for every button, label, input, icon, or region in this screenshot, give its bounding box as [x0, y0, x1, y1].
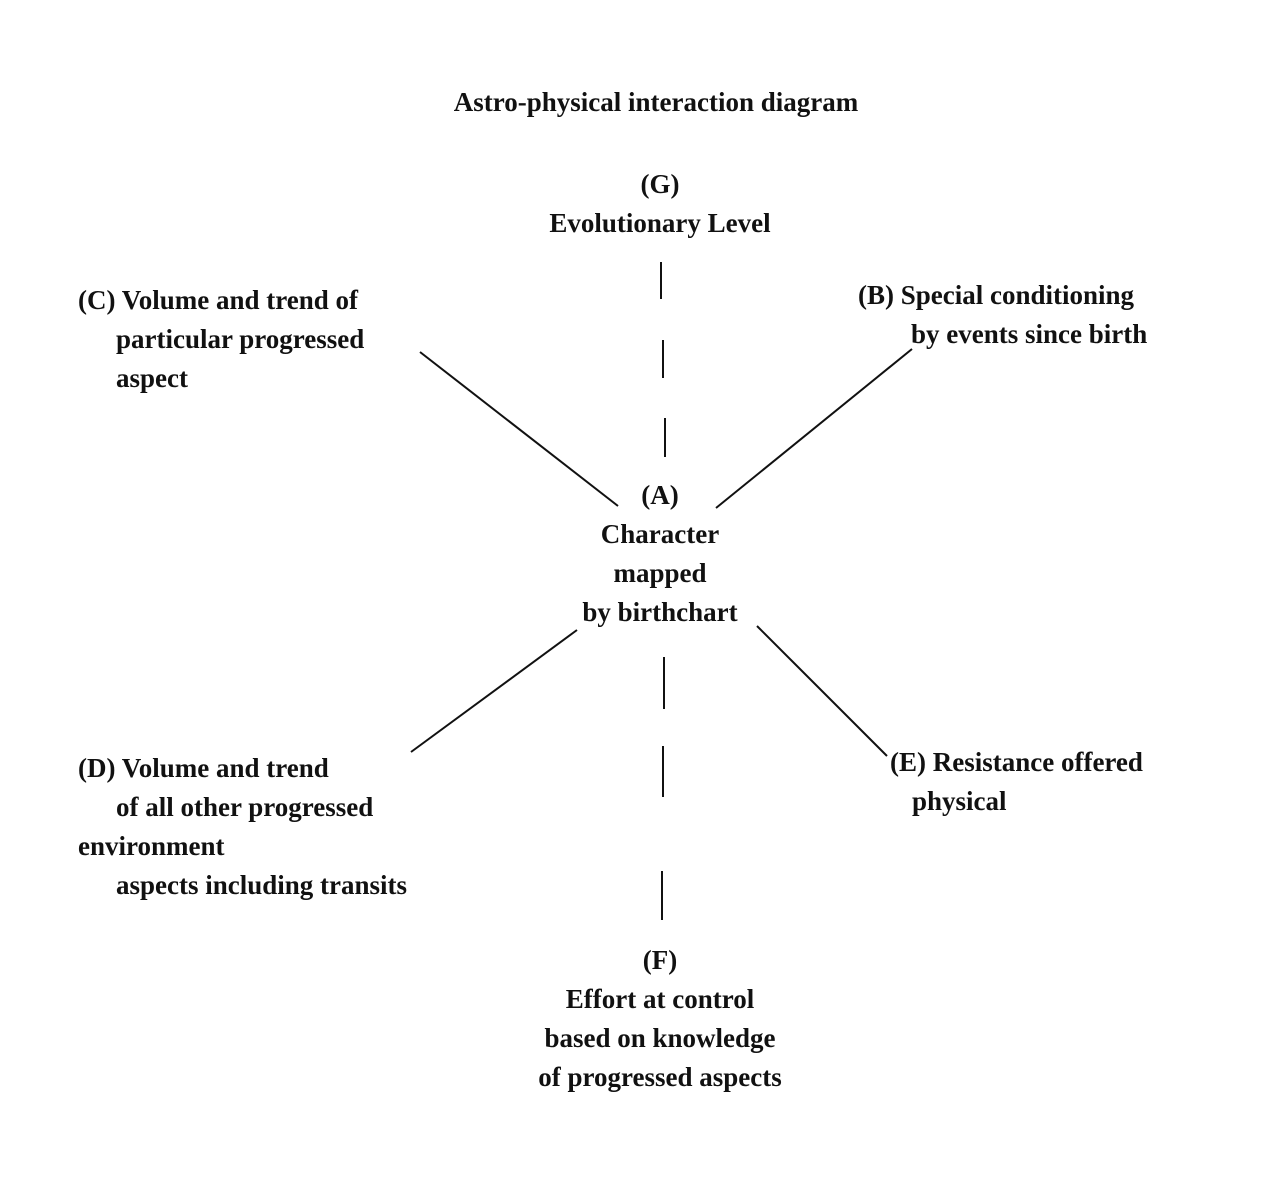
node-f-line: based on knowledge	[544, 1023, 776, 1053]
node-a-line: (A)	[641, 480, 679, 510]
node-c-particular-progressed-aspect: (C) Volume and trend of particular progr…	[78, 281, 364, 398]
node-a-line: mapped	[613, 558, 707, 588]
node-d-line: aspects including transits	[116, 870, 408, 900]
node-d-line: environment	[78, 831, 225, 861]
node-f-line: (F)	[642, 945, 678, 975]
node-c-line: particular progressed	[116, 324, 365, 354]
node-b-special-conditioning: (B) Special conditioning by events since…	[858, 276, 1147, 354]
node-e-line: (E) Resistance offered	[890, 747, 1143, 777]
node-a-line: by birthchart	[582, 597, 738, 627]
node-a-line: Character	[600, 519, 720, 549]
node-b-line: by events since birth	[911, 319, 1148, 349]
node-g-evolutionary-level: (G) Evolutionary Level	[460, 165, 860, 243]
node-f-effort-at-control: (F) Effort at control based on knowledge…	[460, 941, 860, 1097]
node-e-resistance-offered: (E) Resistance offered physical	[890, 743, 1143, 821]
connector-a-d	[410, 629, 578, 753]
node-f-line: Effort at control	[565, 984, 755, 1014]
node-c-line: (C) Volume and trend of	[78, 285, 359, 315]
connector-a-b	[715, 348, 913, 509]
connector-a-e	[756, 625, 888, 757]
node-d-line: of all other progressed	[116, 792, 374, 822]
node-a-character: (A) Character mapped by birthchart	[490, 476, 830, 632]
node-d-line: (D) Volume and trend	[78, 753, 329, 783]
node-c-line: aspect	[116, 363, 188, 393]
node-b-line: (B) Special conditioning	[858, 280, 1135, 310]
connector-a-c	[419, 351, 619, 507]
diagram-title: Astro-physical interaction diagram	[453, 87, 859, 117]
node-d-other-progressed-aspects: (D) Volume and trend of all other progre…	[78, 749, 407, 905]
node-g-line: (G)	[640, 169, 680, 199]
node-g-line: Evolutionary Level	[549, 208, 771, 238]
node-f-line: of progressed aspects	[538, 1062, 782, 1092]
node-e-line: physical	[912, 786, 1007, 816]
